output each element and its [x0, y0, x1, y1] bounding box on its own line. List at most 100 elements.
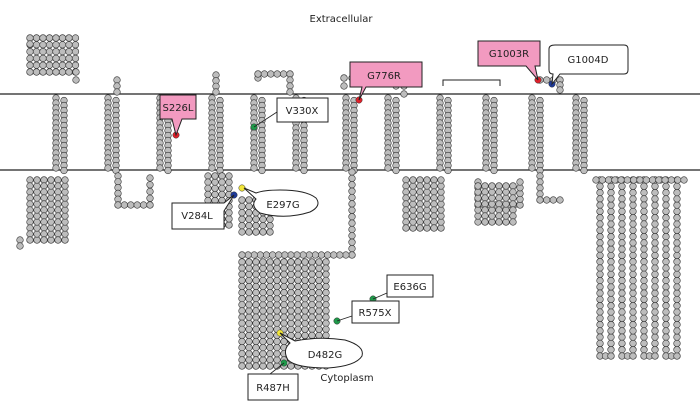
residue — [640, 258, 648, 266]
residue — [54, 176, 62, 184]
mutation-label: R487H — [256, 383, 290, 394]
residue — [474, 212, 482, 220]
residue — [430, 188, 438, 196]
residue — [287, 301, 295, 309]
residue — [674, 176, 682, 184]
residue — [629, 302, 637, 310]
residue — [596, 302, 604, 310]
residue — [245, 209, 253, 217]
mutation-e297g[interactable]: E297G — [243, 187, 319, 217]
mutation-e636g[interactable]: E636G — [372, 274, 434, 300]
residue — [322, 295, 330, 303]
residue — [348, 187, 356, 195]
residue — [423, 182, 431, 190]
residue — [32, 68, 41, 76]
residue — [61, 224, 69, 232]
residue — [673, 346, 681, 354]
residue — [32, 41, 41, 49]
residue — [488, 182, 496, 190]
residue — [673, 289, 681, 297]
residue — [322, 301, 330, 309]
residue — [245, 270, 253, 278]
residue — [536, 178, 544, 186]
residue — [218, 172, 226, 180]
residue — [33, 182, 41, 190]
residue — [673, 245, 681, 253]
residue — [225, 221, 233, 229]
mutation-r487h[interactable]: R487H — [247, 362, 299, 401]
residue — [259, 276, 267, 285]
residue — [65, 41, 73, 49]
residue — [244, 251, 252, 259]
residue — [348, 181, 356, 189]
residue — [423, 218, 431, 226]
residue — [680, 176, 688, 184]
mutation-label: R575X — [359, 308, 392, 319]
residue — [259, 301, 267, 309]
residue — [287, 295, 295, 303]
residue — [287, 307, 295, 315]
residue — [245, 350, 253, 358]
residue — [482, 164, 490, 172]
residue — [662, 333, 670, 341]
residue — [54, 218, 62, 226]
residue — [528, 164, 536, 172]
residue — [629, 321, 637, 329]
mutation-g1003r[interactable]: G1003R — [477, 40, 541, 81]
residue — [437, 212, 445, 220]
residue — [286, 70, 294, 78]
residue — [238, 282, 246, 291]
residue — [252, 264, 260, 272]
residue — [416, 224, 424, 232]
residue — [294, 307, 302, 315]
residue — [133, 201, 141, 209]
residue — [266, 313, 274, 321]
residue — [252, 301, 260, 309]
residue — [481, 212, 489, 220]
residue — [618, 308, 626, 316]
residue — [607, 258, 615, 266]
residue — [120, 201, 128, 209]
residue — [416, 194, 424, 202]
mutation-s226l[interactable]: S226L — [159, 94, 197, 137]
residue — [245, 258, 253, 266]
residue — [245, 215, 253, 223]
residue — [294, 325, 302, 333]
residue — [629, 289, 637, 297]
residue — [252, 350, 260, 358]
residue — [629, 314, 637, 322]
residue — [47, 182, 55, 190]
residue — [54, 188, 62, 196]
residue — [218, 190, 226, 198]
residue — [292, 164, 300, 172]
mutation-v284l[interactable]: V284L — [171, 194, 235, 230]
residue — [33, 206, 41, 214]
mutation-v330x[interactable]: V330X — [253, 97, 329, 128]
label-box — [247, 373, 299, 401]
extracellular-label: Extracellular — [310, 14, 374, 25]
mutation-g1004d[interactable]: G1004D — [548, 44, 629, 86]
mutation-d482g[interactable]: D482G — [279, 332, 363, 369]
residue — [661, 176, 669, 184]
residue — [315, 270, 323, 278]
residue — [409, 176, 417, 184]
residue — [618, 333, 626, 341]
residue — [204, 178, 212, 186]
residue — [315, 319, 323, 327]
residue — [245, 282, 253, 291]
residue — [245, 325, 253, 333]
residue — [488, 218, 496, 226]
residue — [294, 276, 302, 285]
residue — [273, 295, 281, 303]
residue — [430, 176, 438, 184]
residue — [26, 200, 34, 208]
residue — [623, 176, 632, 184]
mutation-g776r[interactable]: G776R — [349, 61, 423, 101]
residue — [245, 301, 253, 309]
residue — [629, 308, 637, 316]
mutation-r575x[interactable]: R575X — [336, 300, 400, 324]
residue — [315, 313, 323, 321]
residue — [47, 194, 55, 202]
residue — [322, 307, 330, 315]
residue — [287, 264, 295, 272]
